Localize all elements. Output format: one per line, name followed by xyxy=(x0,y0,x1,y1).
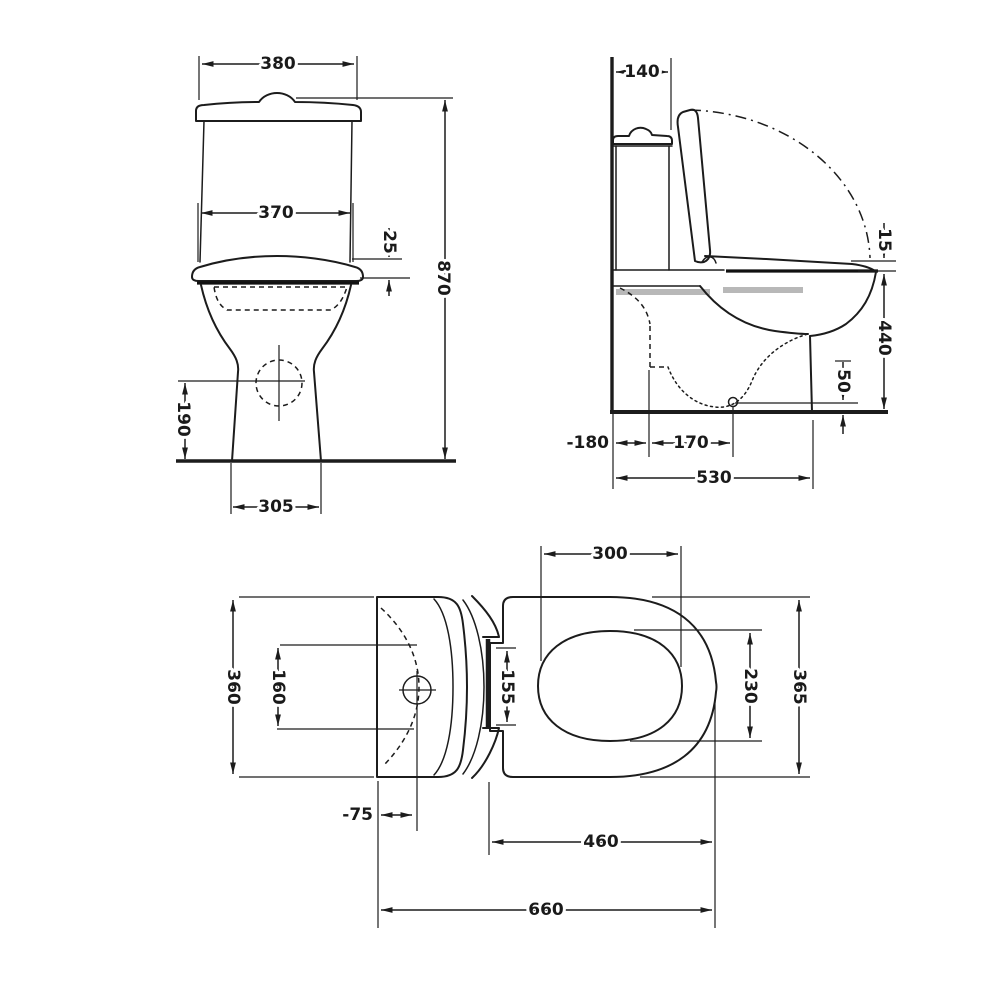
hidden-bowl-bottom xyxy=(667,333,809,408)
raised-lid-outline xyxy=(676,108,712,264)
front-view: 380 370 25 870 190 xyxy=(170,51,456,520)
seat-top-profile xyxy=(704,255,876,272)
lid-swing-arc xyxy=(689,109,871,259)
dim-top-overall-depth: 660 xyxy=(377,781,712,928)
dim-top-bowl-width: 300 xyxy=(540,541,682,667)
dim-side-base-depth: 530 xyxy=(616,420,814,491)
hidden-inner-rim xyxy=(213,286,349,311)
dim-side-seat-height-label: 440 xyxy=(874,320,894,356)
dim-top-tank-width-label: 360 xyxy=(223,669,243,705)
dim-side-behind-wall-label: -180 xyxy=(566,433,609,453)
dim-side-tank-top-offset-label: 140 xyxy=(624,62,660,82)
cistern-body-left-edge xyxy=(199,120,205,263)
dim-side-tank-top-offset: 140 xyxy=(616,58,672,130)
side-cistern-lid xyxy=(612,126,673,145)
dim-side-seat-step: 15 xyxy=(851,223,897,272)
pedestal-front-edge xyxy=(809,335,813,413)
dim-top-button-offset: -75 xyxy=(339,802,412,828)
seat-shade-band-back xyxy=(616,289,710,295)
plan-seat-outline xyxy=(489,596,718,778)
hidden-outlet-circle xyxy=(255,359,303,407)
dim-top-seat-projection: 460 xyxy=(488,700,716,928)
dim-top-seat-width-label: 365 xyxy=(789,669,809,705)
dim-front-overall-height-label: 870 xyxy=(433,260,453,296)
dim-top-bowl-length-label: 230 xyxy=(740,668,760,704)
dim-side-behind-wall: -180 xyxy=(563,370,650,489)
bowl-left-profile xyxy=(200,284,240,462)
top-view: 360 160 155 300 230 xyxy=(220,541,812,928)
hidden-trap-back xyxy=(619,287,651,325)
dim-front-tank-width-label: 370 xyxy=(258,203,294,223)
dim-front-lid-width-label: 380 xyxy=(260,54,296,74)
cistern-lid-outline xyxy=(195,92,362,122)
dim-top-seat-width: 365 xyxy=(640,596,812,778)
dim-front-lid-width: 380 xyxy=(198,51,358,100)
dim-front-seat-thickness-label: 25 xyxy=(379,230,399,254)
bowl-front-profile xyxy=(809,271,877,337)
dim-front-outlet-height: 190 xyxy=(170,380,305,459)
bowl-inner-curve xyxy=(699,285,809,335)
cistern-body-right-edge xyxy=(349,120,353,263)
plan-hinge-cover-bottom xyxy=(471,727,500,779)
dim-front-tank-width: 370 xyxy=(197,200,354,262)
plan-hinge-cover-top xyxy=(471,595,500,638)
dim-front-base-width: 305 xyxy=(230,463,322,520)
dim-front-overall-height: 870 xyxy=(296,97,456,459)
dim-side-base-depth-label: 530 xyxy=(696,468,732,488)
dim-top-hinge-width: 155 xyxy=(494,647,520,726)
dim-top-bowl-width-label: 300 xyxy=(592,544,628,564)
dim-top-tank-width: 360 xyxy=(220,596,374,778)
dim-top-hinge-width-label: 155 xyxy=(497,669,517,705)
dim-front-base-width-label: 305 xyxy=(258,497,294,517)
dim-top-overall-depth-label: 660 xyxy=(528,900,564,920)
dim-side-outlet-setout: 170 xyxy=(652,406,734,457)
dim-top-button-offset-label: -75 xyxy=(342,805,373,825)
side-view: 140 15 440 50 -180 xyxy=(563,57,897,491)
dim-side-outlet-height: 50 xyxy=(735,360,858,434)
seat-shade-band-front xyxy=(723,287,803,293)
dim-top-tank-recess: 160 xyxy=(265,644,417,730)
plan-hinge-cover-inner xyxy=(462,599,485,775)
dim-top-tank-recess-label: 160 xyxy=(268,669,288,705)
dim-front-outlet-height-label: 190 xyxy=(173,401,193,437)
dim-front-seat-thickness: 25 xyxy=(352,227,410,296)
dim-top-seat-projection-label: 460 xyxy=(583,832,619,852)
plan-cistern-outline xyxy=(376,596,468,778)
seat-front-outline xyxy=(191,255,364,282)
dim-top-bowl-length: 230 xyxy=(630,629,763,742)
dim-side-seat-step-label: 15 xyxy=(874,228,894,252)
plan-hidden-lid-curve xyxy=(380,607,420,767)
plan-bowl-opening xyxy=(537,630,683,742)
plan-cistern-lid-edge xyxy=(433,598,454,776)
dim-side-outlet-setout-label: 170 xyxy=(673,433,709,453)
dim-side-seat-height: 440 xyxy=(871,274,897,409)
dim-side-outlet-height-label: 50 xyxy=(833,369,853,393)
bowl-right-profile xyxy=(312,284,352,462)
